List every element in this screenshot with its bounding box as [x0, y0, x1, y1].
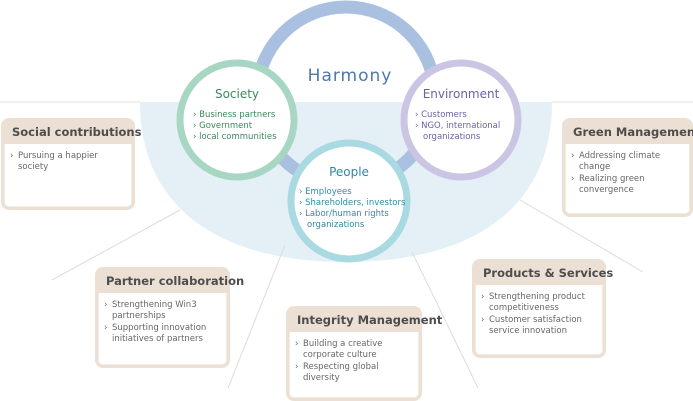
- environment-list: Customers NGO, international organizatio…: [415, 110, 500, 143]
- card-green-management: Green Management Addressing climate chan…: [562, 118, 693, 217]
- card-list: Pursuing a happier society: [4, 144, 132, 178]
- card-social-contributions: Social contributions Pursuing a happier …: [1, 118, 141, 210]
- list-item: Customer satisfaction service innovation: [481, 315, 597, 336]
- card-list: Strengthening Win3 partnerships Supporti…: [98, 293, 227, 350]
- list-item: local communities: [193, 132, 276, 143]
- list-item: Building a creative corporate culture: [295, 339, 413, 360]
- card-title: Integrity Management: [289, 309, 442, 332]
- list-item: Business partners: [193, 110, 277, 121]
- card-title: Social contributions: [4, 121, 141, 144]
- list-item: Supporting innovation initiatives of par…: [104, 323, 221, 344]
- card-integrity-management: Integrity Management Building a creative…: [286, 306, 442, 401]
- harmony-title: Harmony: [307, 66, 393, 86]
- connector-products: [411, 251, 479, 389]
- society-list: Business partners Government local commu…: [193, 110, 277, 143]
- list-item: NGO, international: [415, 121, 500, 132]
- card-title: Partner collaboration: [98, 270, 244, 293]
- society-title: Society: [214, 87, 260, 101]
- card-partner-collaboration: Partner collaboration Strengthening Win3…: [95, 267, 244, 368]
- list-item: Strengthening Win3 partnerships: [104, 300, 221, 321]
- list-item: Pursuing a happier society: [10, 151, 126, 172]
- card-list: Strengthening product competitiveness Cu…: [475, 285, 603, 342]
- list-item: Shareholders, investors: [299, 198, 405, 209]
- list-item: organizations: [307, 220, 365, 230]
- list-item: Customers: [415, 110, 500, 121]
- list-item: Addressing climate change: [571, 151, 684, 172]
- list-item: Respecting global diversity: [295, 362, 413, 383]
- connector-green: [519, 199, 644, 273]
- list-item: Employees: [299, 187, 405, 198]
- people-title: People: [329, 165, 369, 179]
- card-title: Green Management: [565, 121, 693, 144]
- list-item: Government: [193, 121, 277, 132]
- card-list: Building a creative corporate culture Re…: [289, 332, 419, 389]
- people-list: Employees Shareholders, investors Labor/…: [299, 187, 405, 231]
- connector-integrity: [227, 244, 286, 389]
- card-list: Addressing climate change Realizing gree…: [565, 144, 690, 201]
- list-item: organizations: [423, 132, 481, 142]
- list-item: Labor/human rights: [299, 209, 405, 220]
- environment-title: Environment: [422, 87, 500, 101]
- card-title: Products & Services: [475, 262, 613, 285]
- connector-partner: [51, 209, 181, 281]
- card-products-services: Products & Services Strengthening produc…: [472, 259, 613, 358]
- list-item: Strengthening product competitiveness: [481, 292, 597, 313]
- list-item: Realizing green convergence: [571, 174, 684, 195]
